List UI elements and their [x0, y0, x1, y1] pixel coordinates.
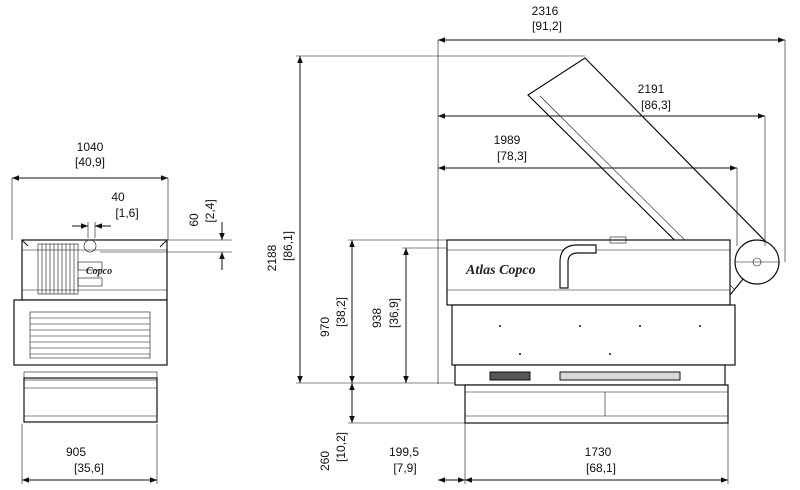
dim-1730-mm: 1730	[585, 445, 612, 459]
dim-2191-mm: 2191	[638, 82, 665, 96]
dim-1989-inch: [78,3]	[497, 149, 527, 163]
dim-970-mm: 970	[318, 317, 332, 337]
dim-1989-mm: 1989	[494, 133, 521, 147]
front-frame	[23, 377, 158, 423]
dim-40-inch: [1,6]	[115, 206, 138, 220]
dim-1040-mm: 1040	[77, 140, 104, 154]
dim-2316-mm: 2316	[532, 4, 559, 18]
dim-2188-mm: 2188	[265, 244, 279, 271]
exhaust-pipe	[559, 244, 597, 289]
dim-40-mm: 40	[111, 190, 125, 204]
dim-2316-inch: [91,2]	[532, 19, 562, 33]
dim-905-inch: [35,6]	[74, 461, 104, 475]
side-frame	[464, 384, 729, 424]
dim-2191-inch: [86,3]	[641, 98, 671, 112]
side-brand-logo: Atlas Copco	[465, 263, 536, 278]
side-view: Atlas Copco 2316 [91,2] 2191 [86,3]	[265, 4, 786, 484]
dim-1730-inch: [68,1]	[586, 461, 616, 475]
dim-1040-inch: [40,9]	[75, 155, 105, 169]
dim-199-5-inch: [7,9]	[393, 461, 416, 475]
front-lower-housing	[13, 299, 168, 366]
dim-199-5-mm: 199,5	[389, 445, 419, 459]
dim-2188-inch: [86,1]	[281, 231, 295, 261]
side-lower-housing	[451, 304, 736, 366]
dim-938-inch: [36,9]	[387, 298, 401, 328]
dim-60-inch: [2,4]	[203, 199, 217, 222]
dim-260-inch: [10,2]	[334, 432, 348, 462]
dim-970-inch: [38,2]	[334, 297, 348, 327]
dim-905-mm: 905	[66, 445, 86, 459]
dim-260-mm: 260	[318, 451, 332, 471]
hose-reel	[37, 239, 103, 295]
dim-60-mm: 60	[187, 213, 201, 227]
front-brand-logo: Copco	[86, 266, 112, 277]
dim-938-mm: 938	[370, 308, 384, 328]
front-view: Copco 1040 [40,9] 40 [1,6] 60	[11, 140, 232, 484]
